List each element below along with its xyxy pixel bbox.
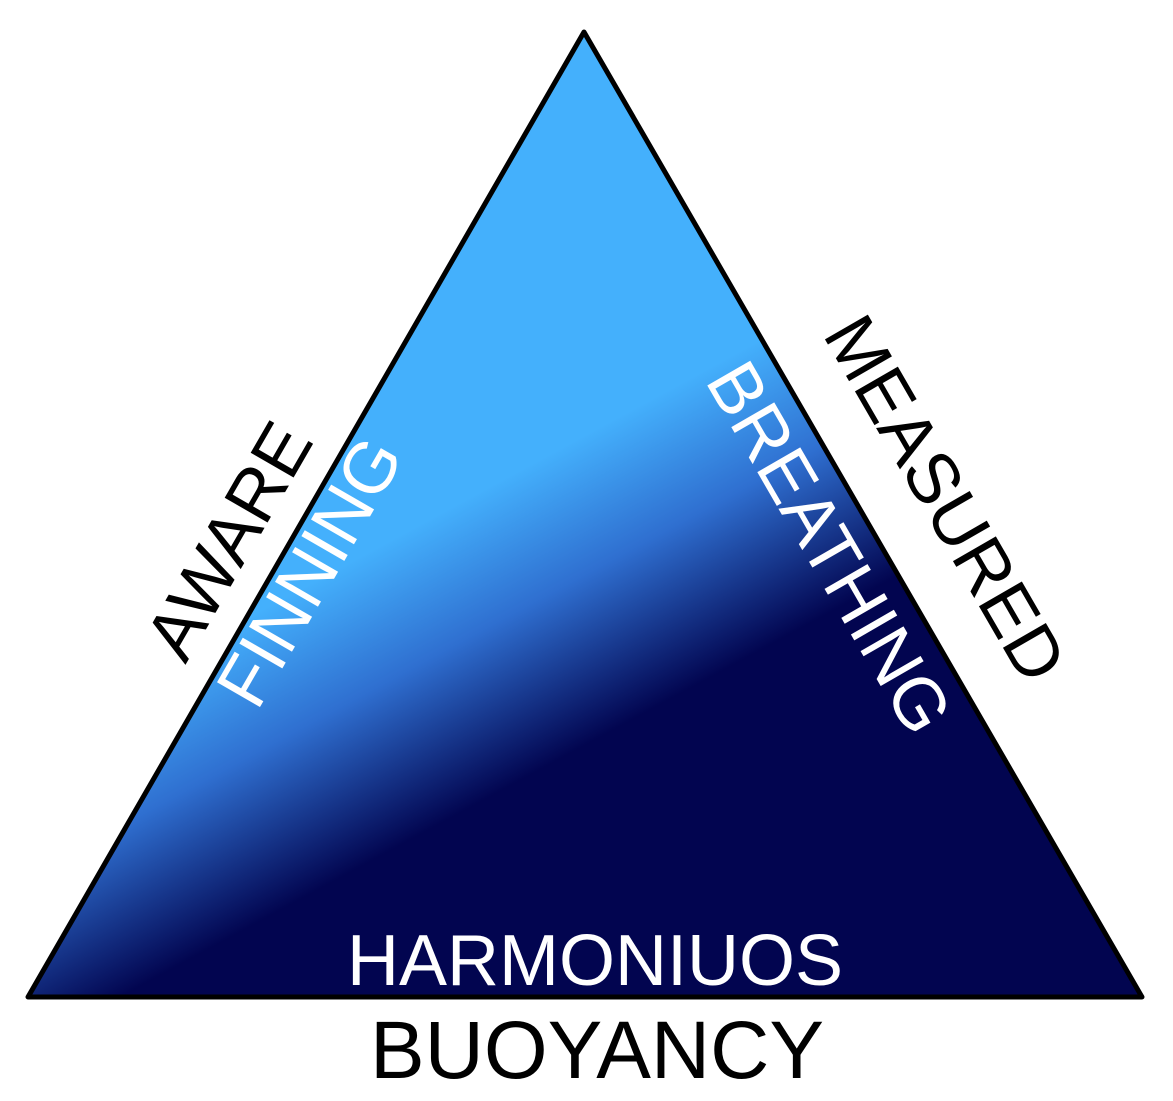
triangle-shape	[25, 29, 1145, 1000]
bottom-inner-label: HARMONIUOS	[347, 921, 843, 1001]
bottom-outer-label: BUOYANCY	[370, 1005, 824, 1096]
